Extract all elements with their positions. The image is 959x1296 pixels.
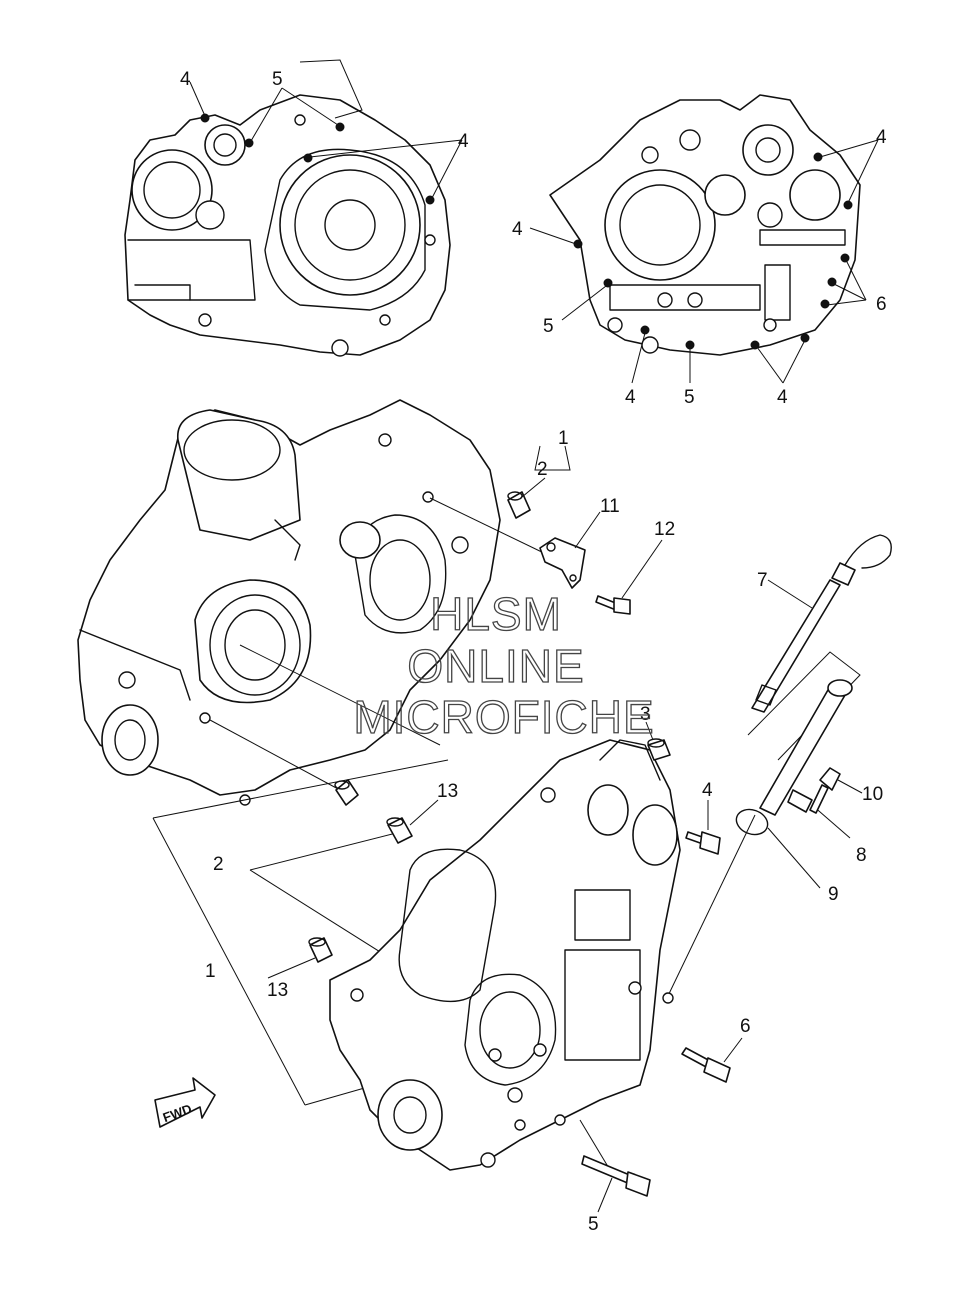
dowel-pin-2-lower xyxy=(334,779,359,806)
watermark-line: ONLINE xyxy=(407,640,584,692)
callout-label: 13 xyxy=(437,781,458,802)
callout-label: 7 xyxy=(757,570,768,591)
o-ring-9 xyxy=(735,808,821,889)
oil-pipe-8 xyxy=(747,651,861,839)
callout-label: 4 xyxy=(702,780,713,801)
callout-label: 4 xyxy=(625,387,636,408)
dowel-pin-2-upper xyxy=(507,491,531,519)
callout-label: 4 xyxy=(512,219,523,240)
callout-label: 5 xyxy=(272,69,283,90)
crankcase-half-lower xyxy=(329,739,681,1171)
watermark-line: HLSM xyxy=(430,588,562,640)
callout-label: 6 xyxy=(740,1016,751,1037)
bolt-5 xyxy=(581,1155,651,1197)
callout-label: 6 xyxy=(876,294,887,315)
collar-3 xyxy=(647,738,671,761)
bolt-10 xyxy=(809,767,863,814)
callout-label: 4 xyxy=(458,131,469,152)
callout-label: 1 xyxy=(205,961,216,982)
callout-label: 1 xyxy=(558,428,569,449)
bracket-11 xyxy=(539,537,586,589)
oil-level-gauge-7 xyxy=(751,534,892,713)
callout-label: 11 xyxy=(600,496,620,517)
callout-label: 4 xyxy=(777,387,788,408)
bolt-6 xyxy=(681,1047,731,1083)
watermark: HLSM ONLINE MICROFICHE xyxy=(353,587,655,743)
callout-labels-top-right: 4 4 5 6 4 5 4 xyxy=(512,127,887,408)
main-leader-lines xyxy=(152,497,756,1171)
callout-labels-main: 1 2 11 12 7 3 10 4 8 9 13 2 1 13 6 5 xyxy=(205,428,883,1235)
inset-top-left-crankcase xyxy=(124,59,463,357)
callout-label: 5 xyxy=(543,316,554,337)
bolt-4 xyxy=(685,831,721,855)
callout-label: 4 xyxy=(876,127,887,148)
callout-label: 13 xyxy=(267,980,288,1001)
callout-label: 5 xyxy=(588,1214,599,1235)
callout-label: 10 xyxy=(862,784,883,805)
bolt-12 xyxy=(595,595,631,615)
crankcase-half-upper xyxy=(77,399,501,806)
fwd-arrow-icon: FWD xyxy=(154,1077,216,1128)
callout-label: 5 xyxy=(684,387,695,408)
callout-label: 3 xyxy=(640,704,651,725)
callout-label: 2 xyxy=(537,459,548,480)
watermark-line: MICROFICHE xyxy=(353,691,654,743)
dowel-13-lower xyxy=(308,937,333,963)
dowel-13-upper xyxy=(386,817,413,844)
callout-label: 4 xyxy=(180,69,191,90)
callout-label: 8 xyxy=(856,845,867,866)
callout-labels-top-left: 4 5 4 xyxy=(180,69,469,152)
callout-label: 9 xyxy=(828,884,839,905)
inset-top-right-crankcase xyxy=(529,94,879,384)
main-callout-leaders xyxy=(267,445,743,1213)
callout-label: 12 xyxy=(654,519,675,540)
callout-label: 2 xyxy=(213,854,224,875)
